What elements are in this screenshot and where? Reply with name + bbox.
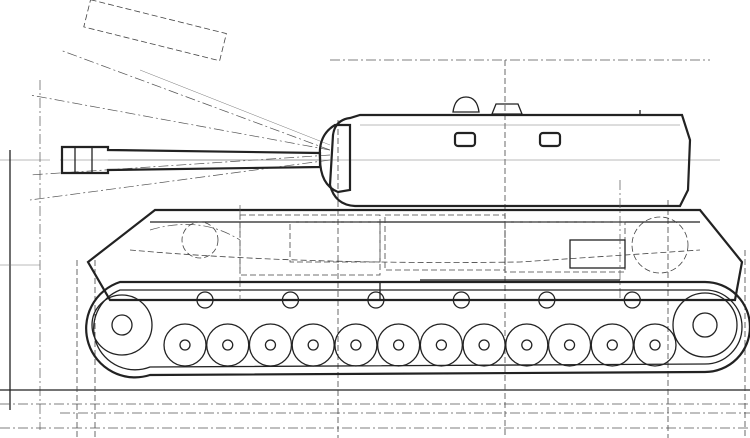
return-roller — [281, 291, 300, 309]
road-wheel — [206, 323, 250, 367]
wheel-hub — [606, 339, 618, 351]
return-roller — [538, 291, 556, 309]
wheel-hub — [222, 339, 234, 351]
road-wheel — [291, 323, 335, 367]
road-wheel — [633, 323, 677, 367]
return-roller — [452, 291, 471, 309]
wheel-hub — [179, 339, 191, 351]
road-wheel — [163, 323, 207, 367]
road-wheel — [547, 323, 592, 367]
wheel-hub — [350, 339, 362, 351]
return-roller — [623, 291, 641, 309]
wheel-hub — [563, 339, 576, 351]
wheel-hub — [478, 339, 490, 351]
turret — [318, 96, 692, 208]
drive-sprocket — [672, 292, 738, 358]
road-wheel — [505, 323, 549, 367]
dimension-lines — [0, 59, 750, 438]
road-wheels — [163, 291, 677, 367]
road-wheel — [590, 323, 634, 367]
wheel-hub — [307, 339, 319, 351]
wheel-hub — [649, 339, 661, 351]
wheel-hub — [435, 339, 448, 351]
road-wheel — [334, 323, 378, 367]
road-wheel — [376, 323, 421, 367]
idler-wheel — [91, 294, 153, 356]
hull — [86, 180, 744, 302]
wheel-hub — [392, 339, 405, 351]
road-wheel — [419, 323, 464, 367]
wheel-hub — [264, 339, 277, 351]
road-wheel — [462, 323, 506, 367]
wheel-hub — [521, 339, 533, 351]
road-wheel — [248, 323, 293, 367]
return-roller — [367, 291, 385, 309]
track-assembly — [85, 280, 750, 379]
return-roller — [196, 291, 214, 309]
